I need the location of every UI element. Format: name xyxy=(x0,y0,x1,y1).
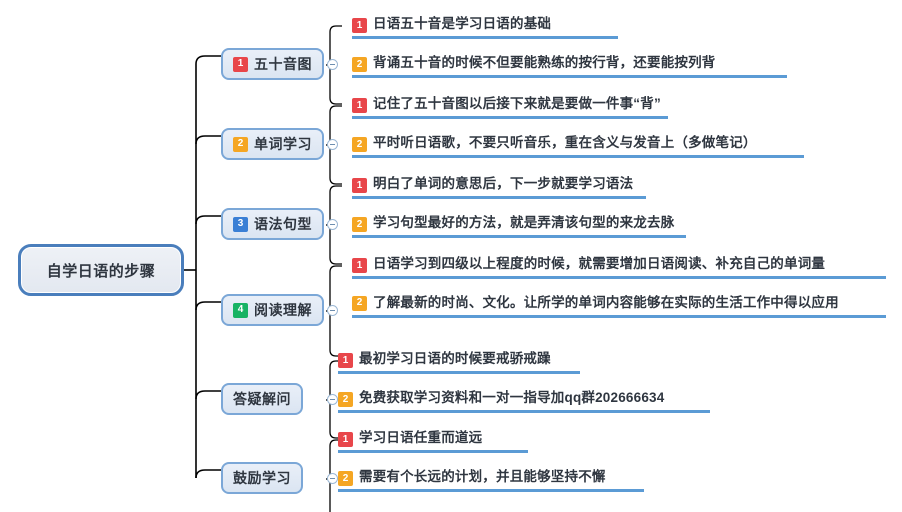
branch-badge-3: 3 xyxy=(233,216,248,232)
branch-label-4: 阅读理解 xyxy=(254,302,312,318)
branch-node-3[interactable]: 3 语法句型 xyxy=(221,208,324,240)
leaf-node-4-1[interactable]: 1 日语学习到四级以上程度的时候，就需要增加日语阅读、补充自己的单词量 xyxy=(352,254,886,279)
collapse-toggle-1[interactable] xyxy=(327,59,338,70)
leaf-badge-2-1: 1 xyxy=(352,98,367,113)
leaf-text-4-1: 日语学习到四级以上程度的时候，就需要增加日语阅读、补充自己的单词量 xyxy=(373,256,826,271)
leaf-text-6-2: 需要有个长远的计划，并且能够坚持不懈 xyxy=(359,469,606,484)
branch-node-4[interactable]: 4 阅读理解 xyxy=(221,294,324,326)
leaf-text-2-1: 记住了五十音图以后接下来就是要做一件事“背” xyxy=(373,96,661,111)
leaf-badge-2-2: 2 xyxy=(352,137,367,152)
leaf-badge-1-1: 1 xyxy=(352,18,367,33)
leaf-text-3-2: 学习句型最好的方法，就是弄清该句型的来龙去脉 xyxy=(373,215,675,230)
leaf-badge-3-2: 2 xyxy=(352,217,367,232)
leaf-node-1-2[interactable]: 2 背诵五十音的时候不但要能熟练的按行背，还要能按列背 xyxy=(352,53,787,78)
branch-label-3: 语法句型 xyxy=(254,216,312,232)
leaf-text-3-1: 明白了单词的意思后，下一步就要学习语法 xyxy=(373,176,634,191)
leaf-text-1-1: 日语五十音是学习日语的基础 xyxy=(373,16,552,31)
leaf-badge-1-2: 2 xyxy=(352,57,367,72)
collapse-toggle-6[interactable] xyxy=(327,473,338,484)
leaf-node-5-1[interactable]: 1 最初学习日语的时候要戒骄戒躁 xyxy=(338,349,580,374)
leaf-text-4-2: 了解最新的时尚、文化。让所学的单词内容能够在实际的生活工作中得以应用 xyxy=(373,295,839,310)
leaf-node-4-2[interactable]: 2 了解最新的时尚、文化。让所学的单词内容能够在实际的生活工作中得以应用 xyxy=(352,293,886,318)
branch-label-5: 答疑解问 xyxy=(233,391,291,407)
branch-node-2[interactable]: 2 单词学习 xyxy=(221,128,324,160)
branch-label-6: 鼓励学习 xyxy=(233,470,291,486)
collapse-toggle-4[interactable] xyxy=(327,305,338,316)
leaf-node-6-2[interactable]: 2 需要有个长远的计划，并且能够坚持不懈 xyxy=(338,467,644,492)
branch-label-1: 五十音图 xyxy=(254,56,312,72)
root-node[interactable]: 自学日语的步骤 xyxy=(18,244,184,296)
collapse-toggle-5[interactable] xyxy=(327,394,338,405)
collapse-toggle-2[interactable] xyxy=(327,139,338,150)
leaf-badge-6-1: 1 xyxy=(338,432,353,447)
branch-node-1[interactable]: 1 五十音图 xyxy=(221,48,324,80)
leaf-node-3-2[interactable]: 2 学习句型最好的方法，就是弄清该句型的来龙去脉 xyxy=(352,213,686,238)
leaf-node-5-2[interactable]: 2 免费获取学习资料和一对一指导加qq群202666634 xyxy=(338,388,710,413)
leaf-node-3-1[interactable]: 1 明白了单词的意思后，下一步就要学习语法 xyxy=(352,174,646,199)
branch-node-6[interactable]: 鼓励学习 xyxy=(221,462,303,494)
leaf-badge-5-2: 2 xyxy=(338,392,353,407)
leaf-badge-6-2: 2 xyxy=(338,471,353,486)
leaf-text-5-1: 最初学习日语的时候要戒骄戒躁 xyxy=(359,351,551,366)
leaf-node-2-2[interactable]: 2 平时听日语歌，不要只听音乐，重在含义与发音上（多做笔记） xyxy=(352,133,804,158)
leaf-node-1-1[interactable]: 1 日语五十音是学习日语的基础 xyxy=(352,14,618,39)
branch-badge-1: 1 xyxy=(233,56,248,72)
leaf-node-2-1[interactable]: 1 记住了五十音图以后接下来就是要做一件事“背” xyxy=(352,94,668,119)
collapse-toggle-3[interactable] xyxy=(327,219,338,230)
leaf-text-5-2: 免费获取学习资料和一对一指导加qq群202666634 xyxy=(359,390,665,405)
branch-badge-2: 2 xyxy=(233,136,248,152)
leaf-text-6-1: 学习日语任重而道远 xyxy=(359,430,483,445)
branch-badge-4: 4 xyxy=(233,302,248,318)
leaf-badge-4-1: 1 xyxy=(352,258,367,273)
leaf-badge-3-1: 1 xyxy=(352,178,367,193)
leaf-badge-4-2: 2 xyxy=(352,295,367,311)
leaf-text-1-2: 背诵五十音的时候不但要能熟练的按行背，还要能按列背 xyxy=(373,55,716,70)
branch-node-5[interactable]: 答疑解问 xyxy=(221,383,303,415)
leaf-text-2-2: 平时听日语歌，不要只听音乐，重在含义与发音上（多做笔记） xyxy=(373,135,757,150)
leaf-badge-5-1: 1 xyxy=(338,353,353,368)
root-node-label: 自学日语的步骤 xyxy=(46,262,156,280)
branch-label-2: 单词学习 xyxy=(254,136,312,152)
leaf-node-6-1[interactable]: 1 学习日语任重而道远 xyxy=(338,428,528,453)
